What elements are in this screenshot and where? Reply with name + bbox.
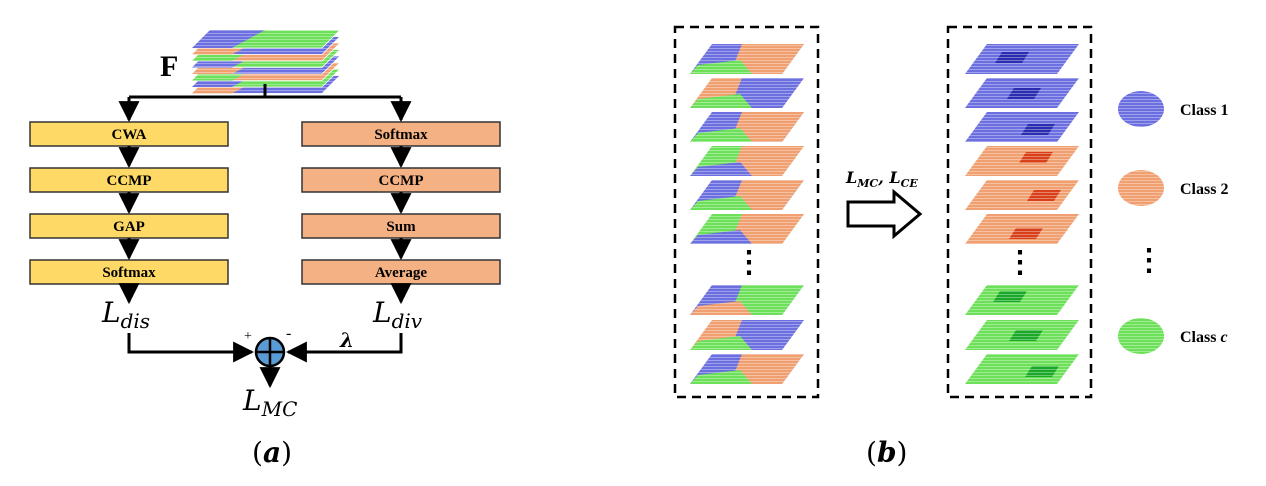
- left-box-2: [29, 167, 229, 193]
- output-map-texture: [965, 44, 1079, 74]
- right-box-3: [301, 213, 501, 239]
- loss-div-label: Ldiv: [372, 296, 423, 333]
- arrow-s1: MC: [856, 177, 878, 190]
- output-map-texture: [965, 285, 1079, 315]
- loss-div-base: L: [372, 296, 392, 329]
- output-map-texture: [965, 146, 1079, 176]
- output-map-texture: [965, 214, 1079, 244]
- input-map-texture: [690, 285, 804, 315]
- right-box-1: [301, 121, 501, 147]
- caption-b: (b): [866, 436, 907, 469]
- input-map-texture: [690, 44, 804, 74]
- loss-mc-sub: MC: [261, 397, 298, 421]
- arrow-l1: L: [845, 168, 857, 187]
- legend-label-text: Class 1: [1180, 102, 1228, 119]
- loss-mc-base: L: [242, 384, 262, 417]
- input-map-texture: [690, 180, 804, 210]
- output-map-texture: [965, 320, 1079, 350]
- feature-label: F: [160, 50, 178, 83]
- left-box-label-4: Softmax: [102, 265, 156, 281]
- minus-sign: -: [286, 325, 291, 342]
- right-box-label-4: Average: [375, 265, 428, 281]
- output-map-texture: [965, 354, 1079, 384]
- loss-dis-sub: dis: [121, 309, 150, 333]
- input-map-texture: [690, 354, 804, 384]
- arrow-sep: ,: [877, 168, 889, 187]
- left-box-label-1: CWA: [111, 127, 146, 143]
- legend-label-text: Class: [1180, 329, 1220, 346]
- legend-swatch-texture: [1118, 91, 1164, 127]
- transform-arrow: [846, 188, 923, 240]
- arrow-dis-to-sum: [127, 333, 255, 363]
- output-map-texture: [965, 180, 1079, 210]
- output-ellipsis: ⋮: [1005, 246, 1035, 279]
- right-box-2: [301, 167, 501, 193]
- input-maps: [690, 44, 804, 384]
- left-box-label-3: GAP: [113, 219, 145, 235]
- legend-label-1: Class 1: [1180, 102, 1228, 119]
- input-maps-box: [673, 25, 820, 399]
- input-map-texture: [690, 320, 804, 350]
- left-box-1: [29, 121, 229, 147]
- output-map-texture: [965, 112, 1079, 142]
- loss-mc-label: LMC: [242, 384, 297, 421]
- feature-stack: [191, 29, 341, 94]
- output-maps: [965, 44, 1079, 384]
- input-map-texture: [690, 78, 804, 108]
- left-branch: CWA CCMP GAP Softmax: [29, 121, 229, 305]
- loss-div-sub: div: [392, 309, 423, 333]
- right-box-4: [301, 259, 501, 285]
- legend: Class 1 Class 2 Class c: [1118, 91, 1228, 354]
- sum-node: [254, 336, 286, 368]
- legend-label-3: Class c: [1180, 329, 1228, 346]
- legend-swatch-texture: [1118, 318, 1164, 354]
- arrow-loss-label: LMC, LCE: [845, 168, 918, 190]
- plus-sign: +: [244, 329, 252, 344]
- arrow-s2: CE: [901, 177, 919, 190]
- input-map-texture: [690, 146, 804, 176]
- right-box-label-2: CCMP: [379, 173, 424, 189]
- right-box-label-1: Softmax: [374, 127, 428, 143]
- legend-label-italic: c: [1220, 329, 1227, 346]
- lambda-label: λ: [339, 328, 354, 352]
- loss-dis-base: L: [101, 296, 121, 329]
- input-ellipsis: ⋮: [734, 246, 764, 279]
- right-box-label-3: Sum: [386, 219, 416, 235]
- legend-label-2: Class 2: [1180, 181, 1228, 198]
- feature-layer-texture: [192, 30, 340, 48]
- legend-swatch-texture: [1118, 170, 1164, 206]
- left-box-4: [29, 259, 229, 285]
- legend-label-text: Class 2: [1180, 181, 1228, 198]
- legend-ellipsis: ⋮: [1134, 244, 1164, 277]
- input-map-texture: [690, 112, 804, 142]
- output-map-texture: [965, 78, 1079, 108]
- left-box-label-2: CCMP: [107, 173, 152, 189]
- output-maps-box: [946, 25, 1093, 399]
- arrow-div-to-sum: [285, 333, 403, 363]
- left-box-3: [29, 213, 229, 239]
- loss-dis-label: Ldis: [101, 296, 150, 333]
- input-map-texture: [690, 214, 804, 244]
- arrow-l2: L: [888, 168, 900, 187]
- caption-a: (a): [252, 436, 292, 469]
